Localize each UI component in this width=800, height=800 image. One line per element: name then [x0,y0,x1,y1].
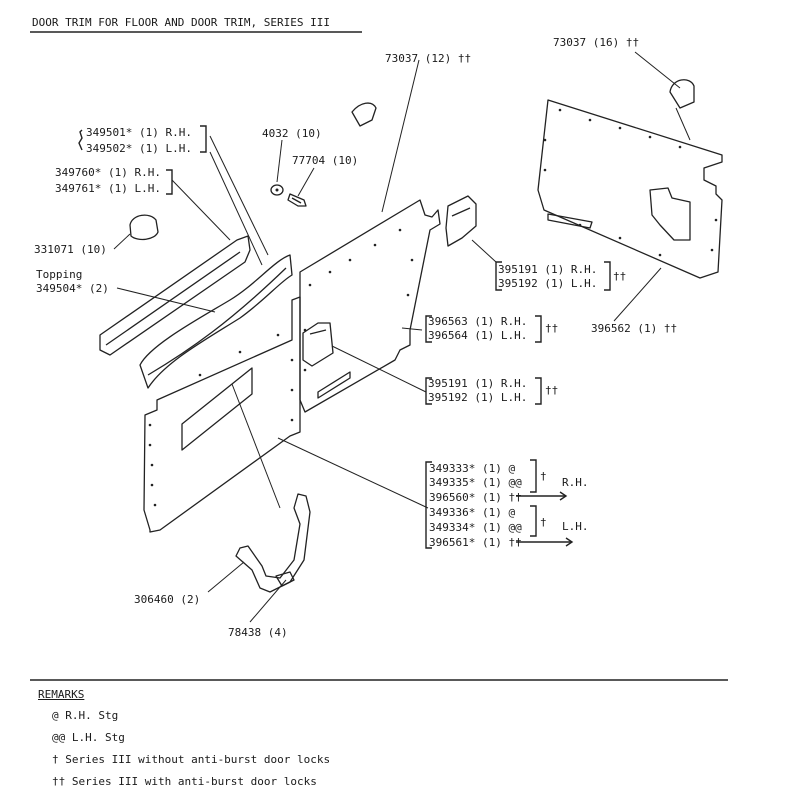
remark-item: † Series III without anti-burst door loc… [52,753,331,766]
page-title: DOOR TRIM FOR FLOOR AND DOOR TRIM, SERIE… [32,16,330,29]
door-capping-strip [99,235,251,356]
padded-topping-roll [139,254,293,389]
label-395191-a: 395191 (1) R.H. [498,263,597,276]
label-349334: 349334* (1) @@ [429,521,522,534]
leader-lines [113,51,691,623]
label-349502: 349502* (1) L.H. [86,142,192,155]
label-349504: 349504* (2) [36,282,109,295]
label-73037-12: 73037 (12) †† [385,52,471,65]
label-dagger-rh: † [540,470,547,483]
remark-item: †† Series III with anti-burst door locks [52,775,317,788]
label-395191-a-mark: †† [613,270,626,283]
screw-part [287,193,307,207]
label-395192-a: 395192 (1) L.H. [498,277,597,290]
pull-handle-part [235,493,311,593]
label-396562: 396562 (1) †† [591,322,677,335]
label-396560: 396560* (1) †† [429,491,522,504]
label-349760: 349760* (1) R.H. [55,166,161,179]
label-4032: 4032 (10) [262,127,322,140]
label-349761: 349761* (1) L.H. [55,182,161,195]
washer-part [270,184,284,196]
label-349336: 349336* (1) @ [429,506,515,519]
label-dagger-lh: † [540,516,547,529]
trim-clip-16-part [669,79,695,109]
label-349333: 349333* (1) @ [429,462,515,475]
label-331071: 331071 (10) [34,243,107,256]
label-395192-b: 395192 (1) L.H. [428,391,527,404]
upper-door-panel [537,99,723,279]
label-73037-16: 73037 (16) †† [553,36,639,49]
label-396563: 396563 (1) R.H. [428,315,527,328]
label-77704: 77704 (10) [292,154,358,167]
label-rh-group: R.H. [562,476,589,489]
label-349501: 349501* (1) R.H. [86,126,192,139]
trim-clip-12-part [351,102,377,127]
lower-door-trim-panel [143,296,301,533]
remark-item: @@ L.H. Stg [52,731,125,744]
label-395191-b-mark: †† [545,384,558,397]
lock-cover-upper-part [445,195,477,247]
handle-screw-part [275,571,295,587]
label-395191-b: 395191 (1) R.H. [428,377,527,390]
label-306460: 306460 (2) [134,593,200,606]
remarks-section: REMARKS @ R.H. Stg @@ L.H. Stg † Series … [38,688,738,797]
middle-door-panel [299,199,441,413]
rubber-buffer-part [129,214,159,241]
label-topping: Topping [36,268,82,281]
label-396564: 396564 (1) L.H. [428,329,527,342]
label-brackets [78,125,611,549]
label-396563-mark: †† [545,322,558,335]
label-396561: 396561* (1) †† [429,536,522,549]
part-labels: 73037 (12) †† 73037 (16) †† 349501* (1) … [34,36,677,639]
lock-bracket-part [302,322,334,367]
label-lh-group: L.H. [562,520,589,533]
remarks-heading: REMARKS [38,688,85,701]
label-349335: 349335* (1) @@ [429,476,522,489]
label-78438: 78438 (4) [228,626,288,639]
remark-item: @ R.H. Stg [52,709,119,722]
